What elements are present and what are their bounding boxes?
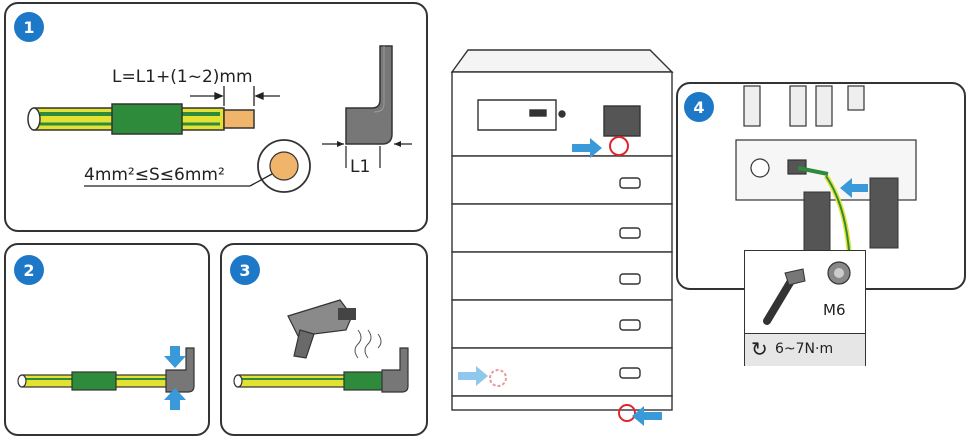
bolt-size-label: M6 xyxy=(823,301,846,319)
torque-value: 6~7N·m xyxy=(775,341,833,357)
torque-section: ↻ 6~7N·m xyxy=(745,333,865,366)
socket-wrench-icon xyxy=(745,251,865,331)
torque-info-box: M6 ↻ 6~7N·m xyxy=(744,250,866,366)
rotate-clockwise-icon: ↻ xyxy=(751,337,768,361)
tool-section: M6 xyxy=(745,251,865,333)
